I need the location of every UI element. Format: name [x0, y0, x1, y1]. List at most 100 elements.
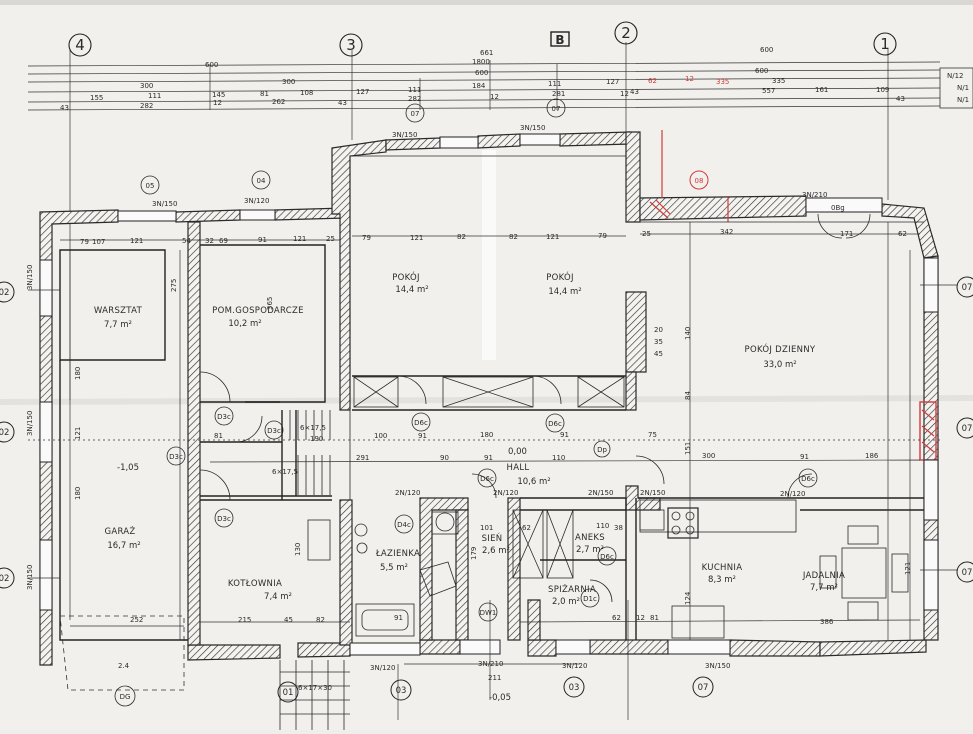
axis-label: 2 — [621, 24, 631, 42]
dimension-label: 62 — [522, 524, 531, 532]
axis-label: 1 — [880, 35, 890, 53]
dimension-label: 600 — [205, 61, 218, 69]
axis-label: 4 — [75, 36, 85, 54]
dimension-label: 109 — [876, 86, 889, 94]
windows — [39, 133, 939, 656]
room-name: KOTŁOWNIA — [228, 579, 282, 589]
dimension-label: 110 — [596, 522, 609, 530]
dimension-label: 54 — [182, 237, 191, 245]
dimension-label: 1800 — [472, 58, 490, 66]
dimension-label: 179 — [470, 547, 478, 560]
opening-label: 2N/150 — [588, 489, 613, 497]
sheet-edge-frame — [939, 67, 973, 109]
door-tag: D3c — [169, 453, 183, 461]
door-tag: D6c — [414, 419, 428, 427]
dimension-label: 107 — [92, 238, 105, 246]
room-area: 7,4 m² — [264, 592, 292, 602]
dimension-label: 130 — [294, 543, 302, 556]
door-tag: D6c — [600, 553, 614, 561]
axis-bubble-right: 07 — [956, 561, 973, 583]
dimension-label: 215 — [238, 616, 251, 624]
dimension-label: 79 — [80, 238, 89, 246]
dimension-label: 300 — [140, 82, 153, 90]
dimension-label: 600 — [475, 69, 488, 77]
opening-label: 3N/150 — [520, 124, 545, 132]
dimension-label: 282 — [408, 95, 421, 103]
room-area: 10,6 m² — [517, 477, 550, 487]
dimension-label: 275 — [170, 279, 178, 292]
opening-label: 2N/150 — [640, 489, 665, 497]
dimension-label: 281 — [552, 90, 565, 98]
room-area: 10,2 m² — [228, 319, 261, 329]
opening-label: 3N/150 — [26, 565, 34, 590]
dimension-label: 35 — [654, 338, 663, 346]
dimension-label: 121 — [74, 427, 82, 440]
room-name: POM.GOSPODARCZE — [212, 306, 304, 316]
opening-label: 3N/210 — [802, 191, 827, 199]
opening-label: 2N/120 — [780, 490, 805, 498]
dimension-label: 43 — [896, 95, 905, 103]
dimension-label: 91 — [800, 453, 809, 461]
dimension-label: 69 — [219, 237, 228, 245]
dimension-label: 32 — [205, 237, 214, 245]
grid-axis-lines — [28, 222, 958, 720]
axis-label: 3 — [346, 36, 356, 54]
dimension-label: 91 — [394, 614, 403, 622]
axis-label: 01 — [283, 688, 294, 698]
opening-labels: 3N/150 3N/120 3N/150 3N/210 0Bg 2N/120 2… — [26, 124, 845, 672]
room-area: 14,4 m² — [395, 285, 428, 295]
axis-bubble-bottom: 07 — [692, 676, 714, 698]
dimension-label: 121 — [410, 234, 423, 242]
axis-label: 02 — [0, 574, 9, 584]
axis-bubble-top: 1 — [873, 32, 897, 56]
dimension-label: 91 — [418, 432, 427, 440]
axis-bubble-left: 02 — [0, 421, 15, 443]
dimension-label: 151 — [684, 442, 692, 455]
dimension-label: 291 — [356, 454, 369, 462]
opening-label: 3N/150 — [26, 265, 34, 290]
axis-bubble-left: 02 — [0, 567, 15, 589]
annotations: 6×17,5 6×17,5 6×17×30 -1,05 0,00 -0,05 2… — [117, 424, 527, 703]
dimension-label: 101 — [480, 524, 493, 532]
dimension-label: 342 — [720, 228, 733, 236]
bathroom-fixtures — [307, 511, 459, 637]
red-correction-label: 335 — [716, 78, 729, 86]
dimension-label: 365 — [266, 297, 274, 310]
door-tags: D3c D3c D3c D3c D6c D6c D6c D6c D6c D4c … — [166, 406, 818, 622]
dimension-label: 79 — [362, 234, 371, 242]
dimension-label: 82 — [457, 233, 466, 241]
kitchen-fixtures — [639, 499, 797, 639]
door-tag: D6c — [548, 420, 562, 428]
level-label: 0,00 — [508, 447, 527, 457]
room-area: 14,4 m² — [548, 287, 581, 297]
north-marker: B — [550, 31, 570, 47]
door-swings — [199, 213, 871, 603]
door-tag: D6c — [480, 475, 494, 483]
axis-bubble-bottom: 01 — [277, 681, 299, 703]
dimension-label: 81 — [214, 432, 223, 440]
opening-label: 3N/210 — [478, 660, 503, 668]
dimension-label: 252 — [130, 616, 143, 624]
dimension-label: 155 — [90, 94, 103, 102]
room-name: ANEKS — [575, 533, 605, 543]
red-correction-label: 12 — [685, 75, 694, 83]
dimension-label: 190 — [310, 435, 323, 443]
opening-label: 2N/120 — [493, 489, 518, 497]
room-area: 2,7 m² — [576, 545, 604, 555]
stair-label: 6×17,5 — [272, 468, 298, 476]
opening-label: 3N/120 — [562, 662, 587, 670]
axis-bubble-top: 3 — [339, 33, 363, 57]
room-area: 8,3 m² — [708, 575, 736, 585]
correction-tag: 08 — [695, 177, 704, 185]
dimension-label: 12 — [636, 614, 645, 622]
axis-label: 07 — [962, 283, 973, 293]
section-tag: 05 — [146, 182, 155, 190]
opening-label: 3N/120 — [244, 197, 269, 205]
section-tags: 05 04 07 07 DG — [114, 98, 566, 707]
dimension-label: 25 — [326, 235, 335, 243]
dimension-label: 180 — [480, 431, 493, 439]
dimension-label: 84 — [684, 391, 692, 400]
axis-bubble-bottom: 03 — [563, 676, 585, 698]
opening-label: 3N/150 — [152, 200, 177, 208]
